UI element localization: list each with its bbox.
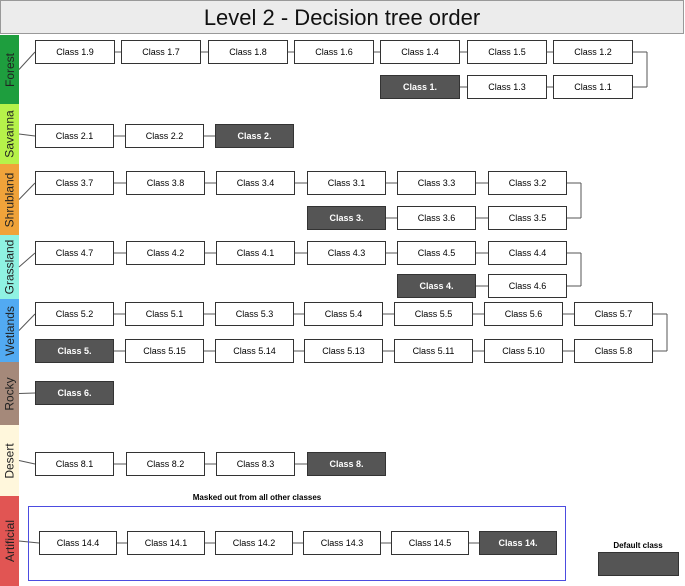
class-node: Class 4.5 <box>397 241 476 265</box>
class-node: Class 3.2 <box>488 171 567 195</box>
category-band-wetlands: Wetlands <box>0 299 19 362</box>
default-class-node: Class 4. <box>397 274 476 298</box>
diagram-title: Level 2 - Decision tree order <box>0 0 684 34</box>
default-class-node: Class 3. <box>307 206 386 230</box>
category-band-forest: Forest <box>0 35 19 104</box>
class-node: Class 3.5 <box>488 206 567 230</box>
class-node: Class 4.1 <box>216 241 295 265</box>
default-class-node: Class 5. <box>35 339 114 363</box>
class-node: Class 14.4 <box>39 531 117 555</box>
class-node: Class 5.8 <box>574 339 653 363</box>
connector-line <box>18 392 36 394</box>
class-node: Class 8.3 <box>216 452 295 476</box>
class-node: Class 3.8 <box>126 171 205 195</box>
class-node: Class 5.2 <box>35 302 114 326</box>
class-node: Class 5.11 <box>394 339 473 363</box>
class-node: Class 3.6 <box>397 206 476 230</box>
class-node: Class 4.4 <box>488 241 567 265</box>
class-node: Class 5.3 <box>215 302 294 326</box>
category-band-rocky: Rocky <box>0 362 19 425</box>
class-node: Class 1.4 <box>380 40 460 64</box>
class-node: Class 8.1 <box>35 452 114 476</box>
class-node: Class 5.15 <box>125 339 204 363</box>
class-node: Class 2.2 <box>125 124 204 148</box>
default-class-node: Class 2. <box>215 124 294 148</box>
class-node: Class 8.2 <box>126 452 205 476</box>
default-class-node: Class 6. <box>35 381 114 405</box>
class-node: Class 1.6 <box>294 40 374 64</box>
connector-line <box>18 540 40 544</box>
class-node: Class 4.2 <box>126 241 205 265</box>
default-class-node: Class 1. <box>380 75 460 99</box>
class-node: Class 1.2 <box>553 40 633 64</box>
class-node: Class 14.3 <box>303 531 381 555</box>
category-band-grassland: Grassland <box>0 235 19 299</box>
class-node: Class 4.7 <box>35 241 114 265</box>
class-node: Class 5.4 <box>304 302 383 326</box>
category-band-shrubland: Shrubland <box>0 164 19 235</box>
class-node: Class 14.5 <box>391 531 469 555</box>
category-band-savanna: Savanna <box>0 104 19 164</box>
connector-line <box>18 252 36 268</box>
class-node: Class 1.5 <box>467 40 547 64</box>
class-node: Class 1.7 <box>121 40 201 64</box>
class-node: Class 5.10 <box>484 339 563 363</box>
connector-line <box>18 133 36 137</box>
masked-note: Masked out from all other classes <box>192 493 322 502</box>
legend-swatch <box>598 552 679 576</box>
class-node: Class 1.1 <box>553 75 633 99</box>
category-band-artificial: Artificial <box>0 496 19 586</box>
class-node: Class 4.6 <box>488 274 567 298</box>
category-band-desert: Desert <box>0 425 19 496</box>
legend-label: Default class <box>613 541 663 550</box>
class-node: Class 3.1 <box>307 171 386 195</box>
class-node: Class 3.3 <box>397 171 476 195</box>
class-node: Class 3.4 <box>216 171 295 195</box>
class-node: Class 5.1 <box>125 302 204 326</box>
connector-line <box>18 182 36 200</box>
connector-line <box>18 313 36 331</box>
class-node: Class 14.2 <box>215 531 293 555</box>
class-node: Class 5.13 <box>304 339 383 363</box>
class-node: Class 5.14 <box>215 339 294 363</box>
class-node: Class 2.1 <box>35 124 114 148</box>
artificial-group-frame <box>28 506 566 581</box>
default-class-node: Class 14. <box>479 531 557 555</box>
class-node: Class 3.7 <box>35 171 114 195</box>
connector-line <box>18 460 36 465</box>
class-node: Class 5.6 <box>484 302 563 326</box>
class-node: Class 1.8 <box>208 40 288 64</box>
class-node: Class 1.3 <box>467 75 547 99</box>
class-node: Class 4.3 <box>307 241 386 265</box>
class-node: Class 14.1 <box>127 531 205 555</box>
class-node: Class 1.9 <box>35 40 115 64</box>
class-node: Class 5.7 <box>574 302 653 326</box>
default-class-node: Class 8. <box>307 452 386 476</box>
class-node: Class 5.5 <box>394 302 473 326</box>
connector-line <box>18 51 36 70</box>
